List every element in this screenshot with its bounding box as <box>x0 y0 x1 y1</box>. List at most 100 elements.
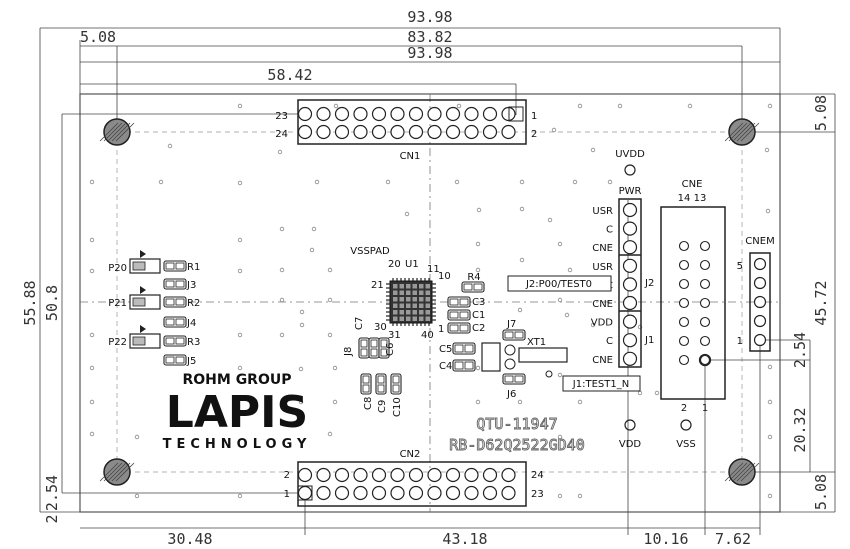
via <box>134 434 140 440</box>
cne-pin <box>678 297 690 309</box>
cn1-pin-1-label: 1 <box>531 111 537 122</box>
smd-part <box>360 373 372 395</box>
via <box>332 399 338 405</box>
via <box>309 247 315 253</box>
connector-pin <box>482 106 498 122</box>
connector-pin <box>297 485 313 501</box>
j1-label: J1 <box>644 335 654 346</box>
p21-label: P21 <box>108 298 127 309</box>
connector-pin <box>482 485 498 501</box>
cnem-connector <box>749 252 771 352</box>
via <box>577 493 583 499</box>
vss-testpoint <box>680 419 692 431</box>
rohm-group-text: ROHM GROUP <box>182 372 291 388</box>
via <box>277 149 283 155</box>
ic-pad <box>393 284 398 289</box>
cne-pin <box>699 259 711 271</box>
connector-pin <box>316 106 331 122</box>
connector-pin <box>334 106 350 122</box>
ic-pad <box>393 310 398 315</box>
cne-pin <box>678 354 690 366</box>
j5-label: J5 <box>186 356 196 367</box>
cn2-pins <box>297 467 516 501</box>
cne-pin <box>699 297 711 309</box>
ic-pad <box>406 310 411 315</box>
connector-pin <box>334 467 350 483</box>
via <box>577 103 583 109</box>
via <box>767 434 773 440</box>
ic-pad <box>419 284 424 289</box>
technology-text: TECHNOLOGY <box>163 437 312 452</box>
left-side-parts <box>129 250 161 349</box>
via <box>551 127 557 133</box>
connector-pin <box>390 467 405 483</box>
ic-pad <box>399 290 404 295</box>
connector-pin <box>371 467 387 483</box>
via <box>237 268 243 274</box>
via <box>475 365 481 371</box>
pwr-pin-label: C <box>606 225 613 236</box>
via <box>279 267 285 273</box>
cnem-pin <box>753 276 767 290</box>
via <box>327 267 333 273</box>
j4-label: J4 <box>186 318 196 329</box>
via <box>327 297 333 303</box>
dim-top-2: 83.82 <box>407 28 452 46</box>
u1-pin-20-label: 20 <box>388 259 401 270</box>
vss-label: VSS <box>676 439 696 450</box>
connector-pin <box>371 106 387 122</box>
connector-pin <box>464 467 479 483</box>
dim-right-5: 5.08 <box>812 474 830 510</box>
via <box>557 434 563 440</box>
dim-right-2: 45.72 <box>812 280 830 325</box>
via <box>637 324 643 330</box>
dim-top-1: 93.98 <box>407 8 452 26</box>
cne-pin <box>678 278 690 290</box>
via <box>237 332 243 338</box>
ic-pad <box>412 316 417 321</box>
via <box>333 103 339 109</box>
j7-label: J7 <box>506 319 516 330</box>
smd-part <box>390 373 402 395</box>
ic-pad <box>412 290 417 295</box>
via <box>327 431 333 437</box>
cne-pin-2-label: 2 <box>681 403 687 414</box>
via <box>327 332 333 338</box>
ic-pad <box>406 297 411 302</box>
via <box>237 237 243 243</box>
via <box>557 241 563 247</box>
cne-pin-numbers: 14 13 <box>678 193 707 204</box>
via <box>607 179 613 185</box>
connector-pin <box>427 124 442 140</box>
connector-pin <box>353 485 368 501</box>
connector-pin <box>464 485 479 501</box>
via <box>519 257 525 263</box>
dim-top-4: 58.42 <box>267 66 312 84</box>
cnem-label: CNEM <box>745 236 774 247</box>
vsspad-label: VSSPAD <box>350 246 390 257</box>
via <box>279 226 285 232</box>
pwr-pin <box>622 295 638 311</box>
cne-pin <box>699 316 711 328</box>
connector-pin <box>501 467 516 483</box>
dim-left-small-2: 2 <box>43 514 61 523</box>
via <box>517 399 523 405</box>
connector-pin <box>353 106 368 122</box>
pwr-pin <box>622 240 638 255</box>
pwr-pin-label: VDD <box>591 318 614 329</box>
j3-label: J3 <box>186 280 196 291</box>
pwr-pin-label: CNE <box>592 299 613 310</box>
pwr-pin <box>622 277 638 292</box>
pwr-label: PWR <box>619 186 642 197</box>
cn1-pin-23-label: 23 <box>275 111 288 122</box>
dim-bottom-3: 10.16 <box>643 530 688 548</box>
cne-pin <box>678 335 690 347</box>
cnem-pin <box>753 295 767 309</box>
u1-pin-31-label: 31 <box>388 330 401 341</box>
cn2-pin-23-label: 23 <box>531 489 544 500</box>
connector-pin <box>297 106 313 122</box>
connector-pin <box>316 124 331 140</box>
via <box>299 309 305 315</box>
pwr-pin <box>622 202 638 218</box>
